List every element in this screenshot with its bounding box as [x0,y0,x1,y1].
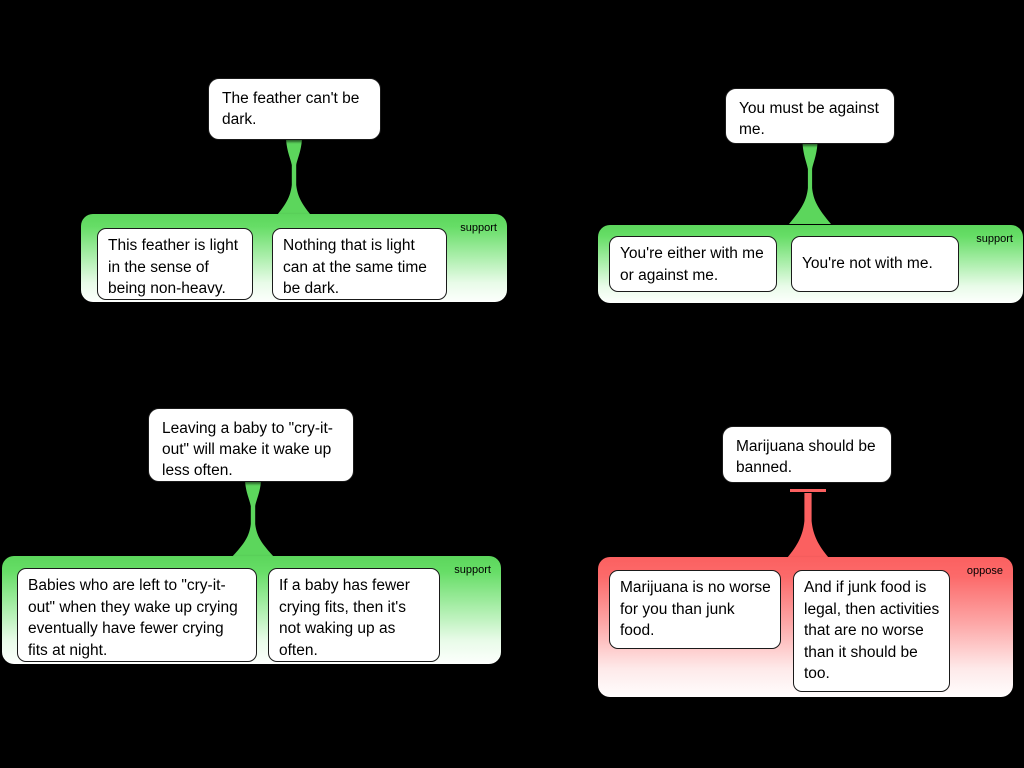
relation-label: support [460,222,497,234]
reason-box[interactable]: If a baby has fewer crying fits, then it… [268,568,440,662]
reason-box[interactable]: This feather is light in the sense of be… [97,228,253,300]
reason-box[interactable]: You're either with me or against me. [609,236,777,292]
claim-box[interactable]: Leaving a baby to "cry-it-out" will make… [148,408,354,482]
support-connector [789,143,831,224]
support-connector [231,481,275,558]
relation-label: oppose [966,565,1003,577]
claim-box[interactable]: Marijuana should be banned. [722,426,892,483]
support-connector [272,139,316,221]
reason-box[interactable]: And if junk food is legal, then activiti… [793,570,950,692]
claim-box[interactable]: The feather can't be dark. [208,78,381,140]
oppose-connector [787,493,829,558]
reason-box[interactable]: You're not with me. [791,236,959,292]
reason-box[interactable]: Babies who are left to "cry-it-out" when… [17,568,257,662]
reason-box[interactable]: Nothing that is light can at the same ti… [272,228,447,300]
claim-box[interactable]: You must be against me. [725,88,895,144]
oppose-bar-marker [790,489,826,492]
relation-label: support [976,233,1013,245]
reason-box[interactable]: Marijuana is no worse for you than junk … [609,570,781,649]
relation-label: support [454,564,491,576]
